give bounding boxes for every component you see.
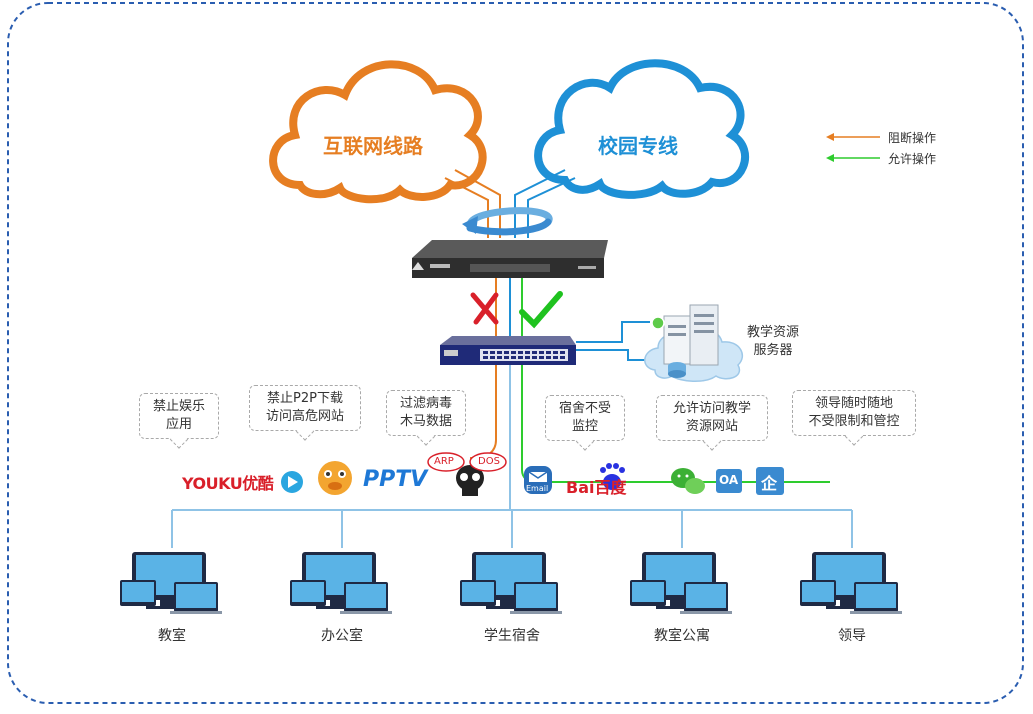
email-icon: [524, 466, 552, 494]
callout-text-line2: 访问高危网站: [265, 409, 344, 424]
callout-text-line2: 不受限制和管控: [808, 414, 900, 429]
endpoint-computer-icon-5: [800, 552, 902, 614]
xunlei-icon: [318, 461, 352, 495]
oa-label: OA: [719, 473, 739, 487]
callout-text-line1: 禁止P2P下载: [267, 391, 343, 406]
dos-label: DOS: [478, 456, 500, 467]
endpoint-computer-icon-3: [460, 552, 562, 614]
endpoint-label-dorm: 学生宿舍: [484, 628, 540, 644]
internet-uplinks: [444, 169, 501, 238]
server-label-line1: 教学资源: [746, 325, 799, 340]
server-links: [576, 321, 660, 361]
internet-cloud-label: 互联网线路: [323, 134, 423, 158]
campus-uplinks: [514, 169, 576, 238]
endpoint-computer-icon-2: [290, 552, 392, 614]
email-label: Email: [526, 484, 549, 493]
rotation-arrow-icon: [462, 207, 553, 236]
pptv-logo: PPTV: [363, 467, 428, 492]
threat-link: [470, 365, 497, 459]
legend-allow-label: 允许操作: [888, 152, 937, 166]
endpoint-computer-icon-4: [630, 552, 732, 614]
endpoint-label-classroom: 教室: [158, 628, 186, 644]
outer-border: [7, 2, 1024, 704]
callout-text-line1: 领导随时随地: [814, 396, 893, 411]
campus-cloud-label: 校园专线: [598, 134, 678, 158]
baidu-paw-icon: [600, 463, 625, 490]
arp-badge: [427, 452, 465, 472]
callout-block-entertainment: 禁止娱乐 应用: [139, 393, 219, 439]
callout-block-p2p: 禁止P2P下载 访问高危网站: [249, 385, 361, 431]
network-switch-icon: [440, 336, 576, 365]
server-icon: [644, 304, 743, 382]
baidu-logo: Bai百度: [566, 478, 627, 497]
allow-check-icon: [519, 291, 563, 329]
oa-icon: [716, 469, 742, 493]
server-label-line2: 服务器: [753, 343, 793, 358]
dos-badge: [469, 452, 507, 472]
endpoint-label-office: 办公室: [321, 628, 363, 644]
arp-label: ARP: [434, 456, 454, 467]
qiye-label: 企: [761, 474, 778, 493]
endpoint-label-teacher-apartment: 教室公寓: [654, 628, 710, 644]
server-label: 教学资源 服务器: [733, 324, 813, 360]
endpoint-computer-icon-1: [120, 552, 222, 614]
campus-cloud-icon: [534, 59, 750, 199]
router-switch-links: [495, 278, 523, 340]
youku-logo: YOUKU优酷: [182, 474, 274, 493]
virus-skull-icon: [456, 465, 484, 496]
qiye-icon: [756, 467, 784, 495]
callout-text-line2: 木马数据: [399, 414, 452, 429]
wechat-icon: [671, 468, 705, 494]
callout-text-line2: 监控: [571, 419, 598, 434]
tudou-icon: [281, 471, 303, 493]
legend-allow-arrow-icon: [826, 154, 880, 162]
callout-filter-virus: 过滤病毒 木马数据: [386, 390, 466, 436]
callout-text-line1: 禁止娱乐: [152, 399, 205, 414]
callout-text-line2: 应用: [165, 417, 192, 432]
callout-dorm-unmonitored: 宿舍不受 监控: [545, 395, 625, 441]
callout-allow-teaching-sites: 允许访问教学 资源网站: [656, 395, 768, 441]
distribution-tree: [171, 365, 853, 548]
callout-text-line1: 宿舍不受: [558, 401, 611, 416]
callout-text-line2: 资源网站: [685, 419, 738, 434]
callout-leader-unrestricted: 领导随时随地 不受限制和管控: [792, 390, 916, 436]
router-device-icon: [412, 240, 608, 278]
endpoint-label-leader: 领导: [838, 628, 866, 644]
block-x-icon: [470, 292, 499, 325]
legend-block-label: 阻断操作: [888, 131, 937, 145]
legend-block-arrow-icon: [826, 133, 880, 141]
callout-text-line1: 允许访问教学: [672, 401, 751, 416]
callout-text-line1: 过滤病毒: [399, 396, 452, 411]
internet-cloud-icon: [269, 60, 487, 204]
